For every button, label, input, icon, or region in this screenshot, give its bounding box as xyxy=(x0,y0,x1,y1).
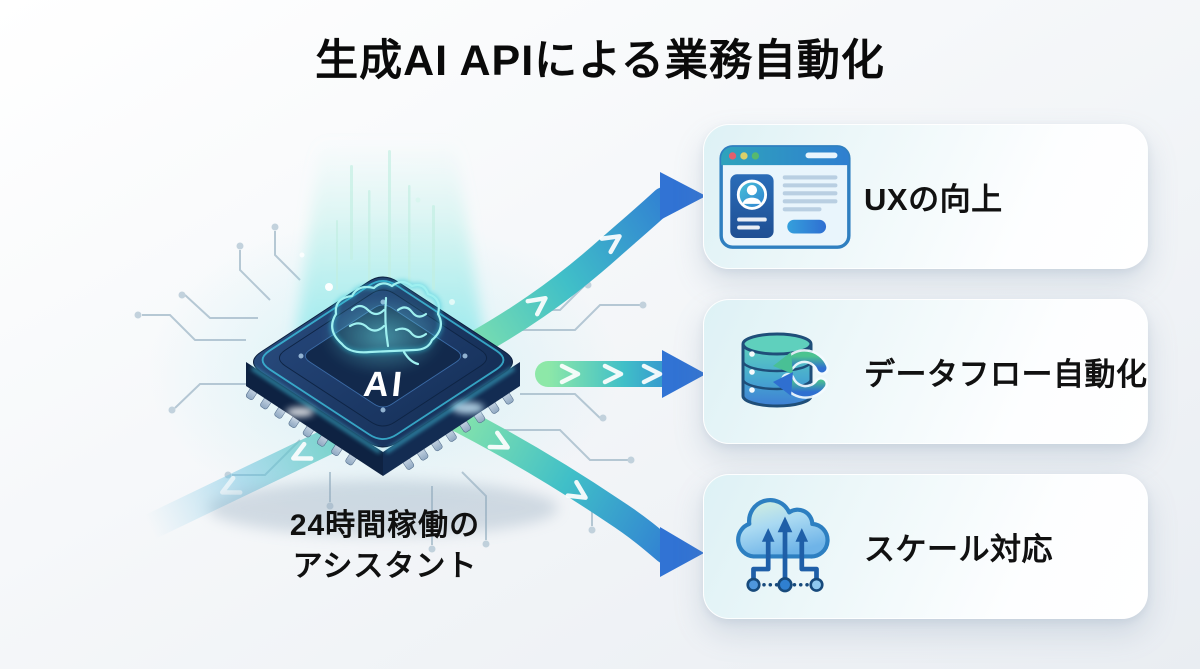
brain-hologram-icon xyxy=(321,279,445,376)
card-scale: スケール対応 xyxy=(703,474,1148,619)
arrow-to-dataflow-card xyxy=(535,350,706,398)
chip-caption: 24時間稼働の アシスタント xyxy=(205,505,565,587)
browser-window-icon xyxy=(714,140,856,254)
card-dataflow: データフロー自動化 xyxy=(703,299,1148,444)
chip-shadow xyxy=(208,480,558,536)
light-beam xyxy=(295,140,485,345)
cloud-scale-icon xyxy=(714,489,856,605)
database-sync-icon xyxy=(714,322,856,422)
arrow-to-scale-card xyxy=(432,399,704,577)
chip-caption-line1: 24時間稼働の xyxy=(289,509,481,542)
card-scale-label: スケール対応 xyxy=(864,532,1053,567)
ai-chip: AI xyxy=(245,276,520,476)
chip-ai-label: AI xyxy=(362,365,407,404)
arrow-lower-left-fading xyxy=(137,417,365,540)
card-dataflow-label: データフロー自動化 xyxy=(864,357,1148,392)
chip-caption-line2: アシスタント xyxy=(292,550,478,584)
card-ux-label: UXの向上 xyxy=(864,182,1003,217)
page-title: 生成AI APIによる業務自動化 xyxy=(315,37,885,85)
card-ux: UXの向上 xyxy=(703,124,1148,269)
